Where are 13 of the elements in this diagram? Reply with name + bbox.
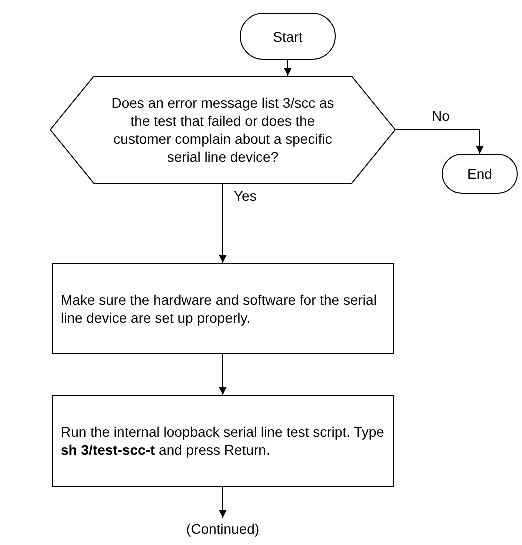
- edge-label: Yes: [232, 188, 259, 204]
- continuation-text: (Continued): [180, 518, 266, 540]
- arrow: [219, 486, 227, 518]
- process-box: Run the internal loopback serial line test script. Type sh 3/test-scc-t and press Return.: [52, 395, 394, 487]
- arrow: [219, 184, 227, 264]
- arrow: [284, 60, 292, 76]
- edge-label: No: [430, 108, 452, 124]
- arrow: [396, 130, 484, 154]
- decision-hexagon: Does an error message list 3/scc as the test that failed or does the customer complain about a specific serial line device?: [50, 76, 396, 184]
- start-terminal: Start: [240, 13, 336, 60]
- arrow: [219, 354, 227, 396]
- process-box: Make sure the hardware and software for the serial line device are set up properly.: [52, 263, 394, 354]
- end-terminal: End: [442, 154, 518, 194]
